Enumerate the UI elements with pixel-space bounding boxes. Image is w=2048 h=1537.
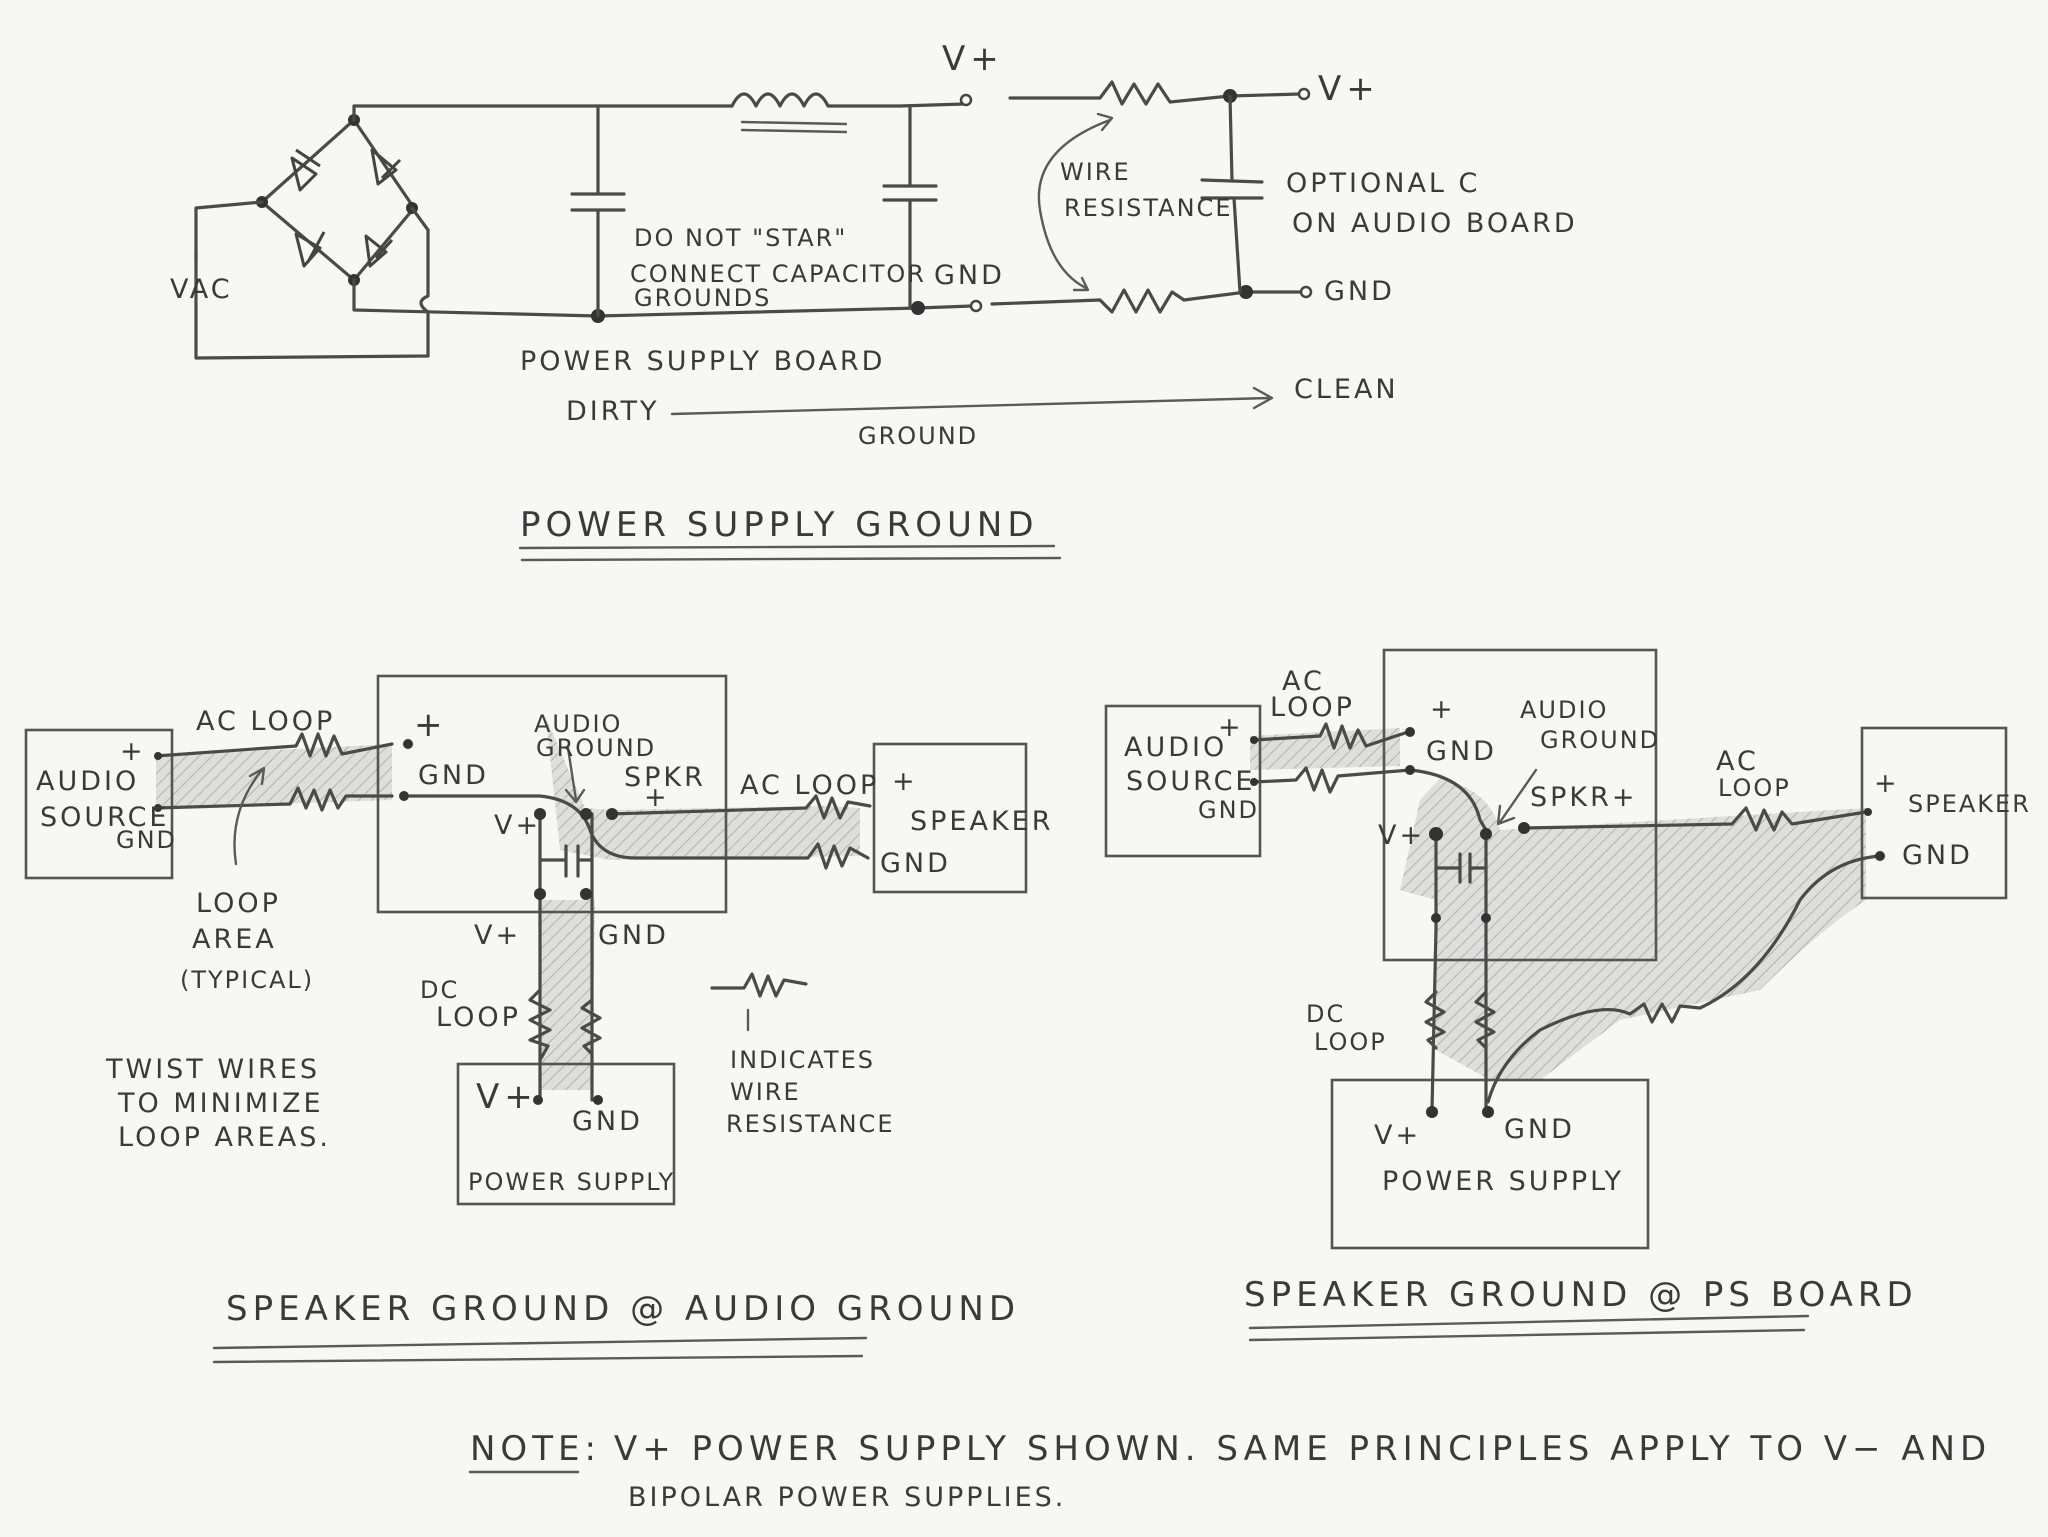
source-gnd-label: GND [116, 826, 177, 854]
spkr-plus-label: + [644, 782, 670, 813]
board-plus-label: + [414, 705, 448, 745]
power-supply-board-label: POWER SUPPLY BOARD [520, 346, 885, 377]
audio-source-box [24, 728, 174, 880]
star-note-line-3: GROUNDS [634, 284, 771, 312]
audio-source-label-1: AUDIO [1124, 732, 1227, 763]
ac-loop-2-label-1: AC [1716, 746, 1759, 777]
note-line-2: BIPOLAR POWER SUPPLIES. [628, 1482, 1066, 1513]
ac-loop-1-label: AC LOOP [196, 706, 335, 737]
board-gnd-label: GND [418, 760, 489, 791]
ps-gnd-label: GND [572, 1106, 643, 1137]
board-v-plus-label: V+ [494, 810, 541, 841]
vac-label: VAC [170, 274, 233, 305]
dc-loop-label-1: DC [420, 976, 459, 1004]
indicates-label-2: WIRE [730, 1078, 801, 1106]
source-gnd-label: GND [1198, 796, 1259, 824]
wire-resistance-line-1: WIRE [1060, 158, 1131, 186]
loop-area-label-3: (TYPICAL) [180, 966, 314, 994]
note-block: NOTE: V+ POWER SUPPLY SHOWN. SAME PRINCI… [468, 1429, 1991, 1513]
ac-loop-2-label: AC LOOP [740, 770, 879, 801]
v-plus-top-label: V+ [942, 39, 1004, 79]
speaker-gnd-label: GND [1902, 840, 1973, 871]
dc-loop-label-2: LOOP [436, 1002, 521, 1033]
wire-gnd-label: GND [598, 920, 669, 951]
twist-label-3: LOOP AREAS. [118, 1122, 331, 1153]
indicates-label-1: INDICATES [730, 1046, 875, 1074]
wire-v-plus-label: V+ [474, 920, 521, 951]
ps-gnd-label: GND [1504, 1114, 1575, 1145]
speaker-box [872, 742, 1028, 894]
speaker-plus-label: + [1874, 768, 1900, 799]
ps-v-plus-label: V+ [1374, 1120, 1421, 1151]
audio-board-box [1382, 648, 1658, 962]
audio-source-label-2: SOURCE [1126, 766, 1255, 797]
note-line-1: V+ POWER SUPPLY SHOWN. SAME PRINCIPLES A… [614, 1429, 1991, 1469]
dirty-label: DIRTY [566, 396, 660, 427]
audio-board-box [376, 674, 728, 914]
ac-loop-1-label-2: LOOP [1270, 692, 1355, 723]
diode-icon [370, 148, 402, 186]
gnd-out-label: GND [1324, 276, 1395, 307]
power-supply-box [1330, 1078, 1650, 1250]
bridge-rectifier [256, 114, 418, 286]
note-label: NOTE: [470, 1429, 601, 1469]
power-supply-label: POWER SUPPLY [468, 1168, 675, 1196]
source-plus-label: + [1218, 712, 1244, 743]
v-plus-out-label: V+ [1318, 69, 1380, 109]
gnd-mid-label: GND [934, 260, 1005, 291]
board-plus-label: + [1430, 694, 1456, 725]
speaker-ground-ps-board-diagram: AUDIO SOURCE + GND AC LOOP + GND AUDIO G… [1104, 648, 2031, 1342]
board-gnd-label: GND [1426, 736, 1497, 767]
speaker-label: SPEAKER [910, 806, 1053, 837]
dc-loop-label-2: LOOP [1314, 1028, 1387, 1056]
indicates-label-3: RESISTANCE [726, 1110, 894, 1138]
audio-ground-label-2: GROUND [1540, 726, 1660, 754]
diode-icon [294, 231, 326, 268]
audio-ground-label-1: AUDIO [534, 710, 622, 738]
clean-label: CLEAN [1294, 374, 1399, 405]
spkr-label: SPKR [624, 762, 706, 793]
star-note-line-2: CONNECT CAPACITOR [630, 260, 926, 288]
right-diagram-title: SPEAKER GROUND @ PS BOARD [1244, 1275, 1918, 1315]
star-note-line-1: DO NOT "STAR" [634, 224, 847, 252]
diode-icon [364, 234, 394, 268]
speaker-gnd-label: GND [880, 848, 951, 879]
audio-source-label-2: SOURCE [40, 802, 169, 833]
power-supply-ground-title: POWER SUPPLY GROUND [520, 505, 1039, 545]
source-plus-label: + [120, 736, 146, 767]
loop-area-label-2: AREA [192, 924, 277, 955]
loop-area-label-1: LOOP [196, 888, 281, 919]
audio-ground-label-1: AUDIO [1520, 696, 1608, 724]
left-diagram-title: SPEAKER GROUND @ AUDIO GROUND [226, 1289, 1020, 1329]
ac-loop-1-label-1: AC [1282, 666, 1325, 697]
power-supply-ground-schematic: VAC V+ V+ GND GND DO NOT "STAR" CONNECT … [170, 39, 1578, 562]
dc-loop-label-1: DC [1306, 1000, 1345, 1028]
twist-label-2: TO MINIMIZE [117, 1088, 324, 1119]
wire-resistance-line-2: RESISTANCE [1064, 194, 1232, 222]
power-supply-label: POWER SUPPLY [1382, 1166, 1624, 1197]
optional-c-line-1: OPTIONAL C [1286, 168, 1480, 199]
optional-c-line-2: ON AUDIO BOARD [1292, 208, 1578, 239]
ps-v-plus-label: V+ [476, 1077, 538, 1117]
power-supply-box [456, 1062, 676, 1206]
audio-ground-label-2: GROUND [536, 734, 656, 762]
spkr-plus-label: SPKR+ [1530, 782, 1638, 813]
ground-label: GROUND [858, 422, 978, 450]
audio-source-label-1: AUDIO [36, 766, 139, 797]
board-v-plus-label: V+ [1378, 820, 1425, 851]
speaker-plus-label: + [892, 766, 918, 797]
speaker-label: SPEAKER [1908, 790, 2031, 818]
twist-label-1: TWIST WIRES [105, 1054, 320, 1085]
ac-loop-2-label-2: LOOP [1718, 774, 1791, 802]
diode-icon [290, 148, 321, 192]
speaker-ground-audio-ground-diagram: AUDIO SOURCE + GND AC LOOP + GND AUDIO G… [24, 674, 1053, 1364]
